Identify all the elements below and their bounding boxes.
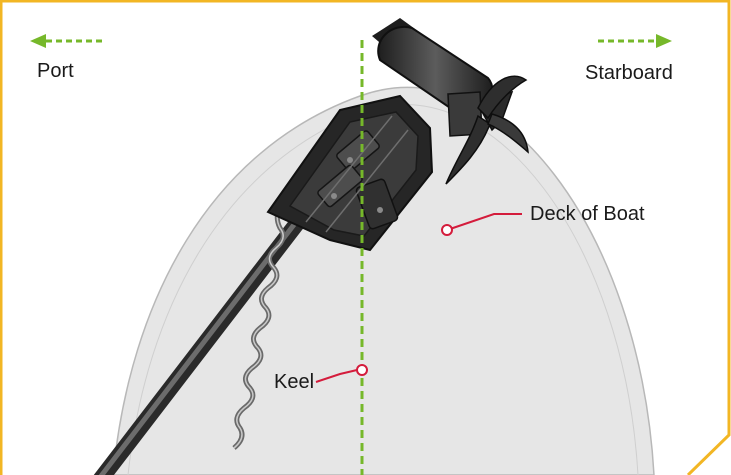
motor-housing	[372, 18, 529, 185]
arrow-left-icon	[30, 34, 102, 48]
arrow-right-icon	[598, 34, 672, 48]
deck-label: Deck of Boat	[530, 203, 645, 225]
coiled-cable-highlight	[233, 185, 301, 449]
keel-label: Keel	[274, 371, 315, 393]
keel-callout	[315, 364, 368, 383]
mount-bracket	[266, 94, 434, 252]
boat-deck	[112, 86, 655, 475]
starboard-label: Starboard	[585, 62, 673, 84]
deck-callout	[441, 213, 522, 236]
port-label: Port	[37, 60, 74, 82]
